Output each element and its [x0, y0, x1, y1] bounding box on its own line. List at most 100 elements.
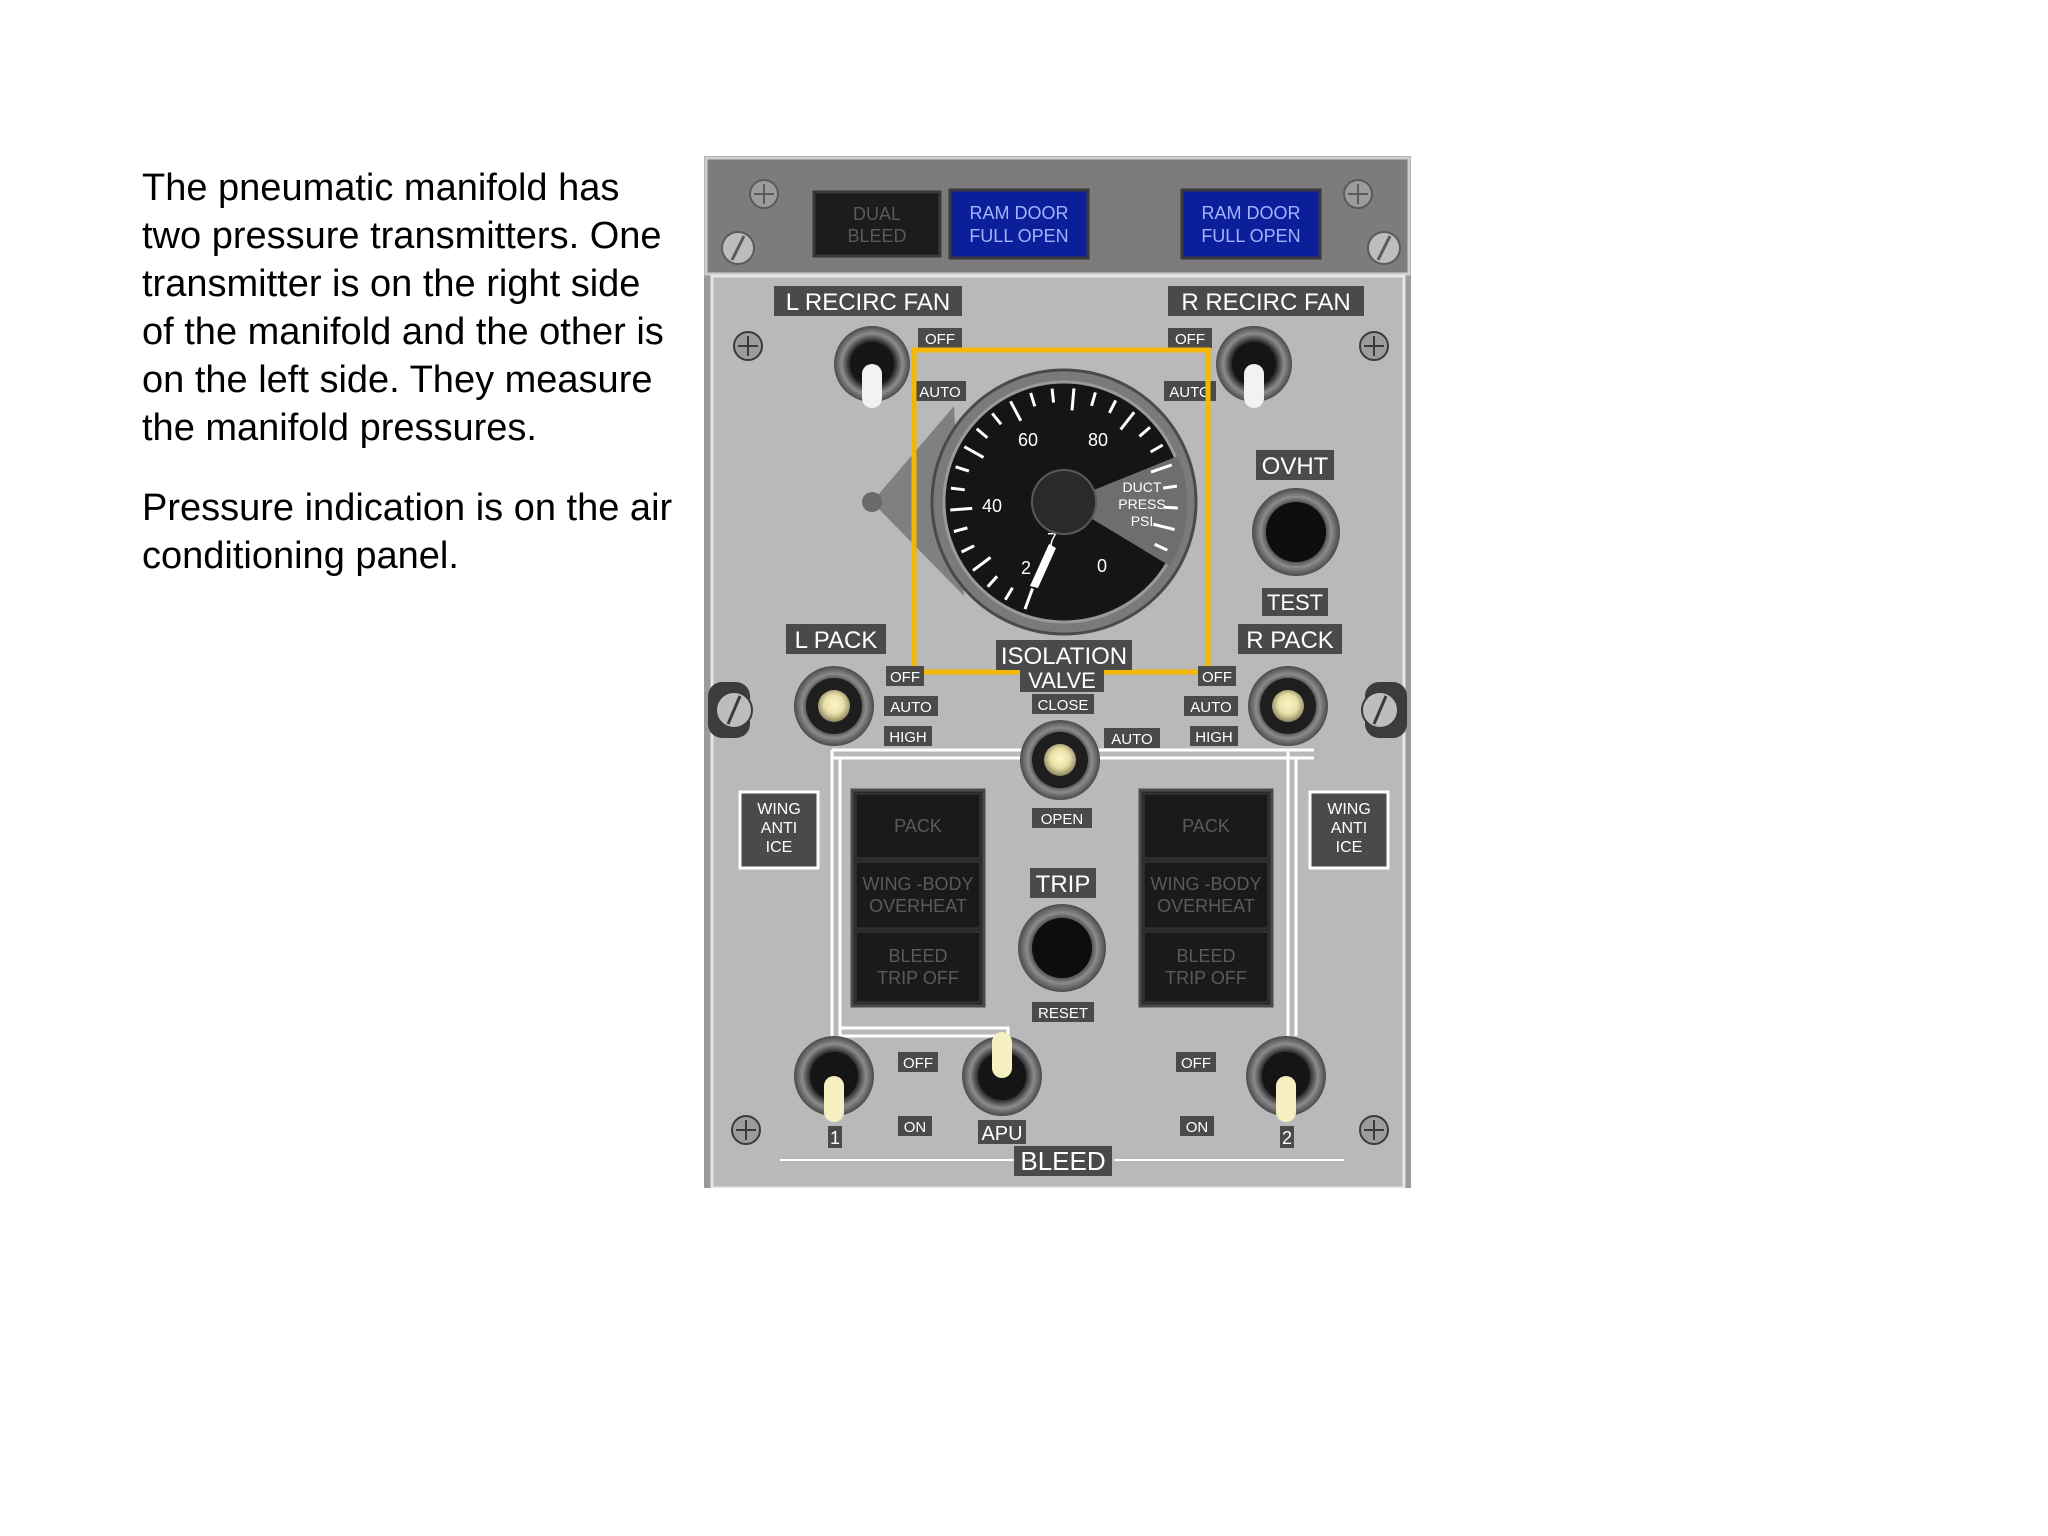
description-paragraph-1: The pneumatic manifold has two pressure …: [142, 167, 664, 449]
description-text: The pneumatic manifold has two pressure …: [142, 164, 682, 612]
trip-reset-button[interactable]: [1018, 904, 1106, 992]
gauge-tick-mark: [991, 412, 1003, 426]
svg-text:RAM DOOR: RAM DOOR: [970, 203, 1069, 223]
engine-1-bleed-switch[interactable]: [794, 1036, 874, 1122]
ovht-test-label: TEST: [1267, 590, 1323, 615]
l-pack-high-label: HIGH: [889, 729, 927, 746]
pack-light-left: PACK: [894, 816, 942, 836]
r-pack-off-label: OFF: [1202, 669, 1232, 686]
isolation-close-label: CLOSE: [1038, 697, 1089, 714]
fastener-icon: [708, 682, 753, 738]
l-pack-off-label: OFF: [890, 669, 920, 686]
gauge-tick-mark: [1150, 463, 1173, 474]
screw-icon: [733, 331, 763, 361]
l-recirc-off-label: OFF: [925, 331, 955, 348]
svg-text:RAM DOOR: RAM DOOR: [1202, 203, 1301, 223]
r-recirc-off-label: OFF: [1175, 331, 1205, 348]
gauge-tick-60: 60: [1018, 430, 1038, 450]
gauge-tick-mark: [1009, 400, 1023, 422]
wing-body-light-right: WING -BODY: [1151, 874, 1262, 894]
r-recirc-fan-title: R RECIRC FAN: [1181, 289, 1350, 316]
svg-text:FULL OPEN: FULL OPEN: [1201, 226, 1300, 246]
l-pack-selector[interactable]: [794, 666, 874, 746]
gauge-label-duct: DUCT: [1123, 479, 1162, 495]
r-pack-selector[interactable]: [1248, 666, 1328, 746]
gauge-tick-mark: [950, 506, 973, 512]
r-recirc-auto-label: AUTO: [1169, 384, 1210, 401]
r-pack-title: R PACK: [1246, 627, 1334, 654]
trip-off-light-left: TRIP OFF: [877, 968, 959, 988]
engine-1-label: 1: [830, 1128, 840, 1148]
gauge-tick-mark: [1138, 426, 1152, 438]
ovht-label: OVHT: [1262, 453, 1329, 480]
left-annunciator-block: PACK WING -BODY OVERHEAT BLEED TRIP OFF: [850, 788, 986, 1008]
svg-text:ICE: ICE: [1336, 839, 1363, 856]
bleed-1-on-label: ON: [904, 1119, 927, 1136]
bleed-air-panel: DUAL BLEED RAM DOOR FULL OPEN RAM DOOR F…: [704, 156, 1411, 1188]
overheat-light-right: OVERHEAT: [1157, 896, 1255, 916]
fastener-icon: [1361, 682, 1407, 738]
gauge-tick-80: 80: [1088, 430, 1108, 450]
isolation-valve-selector[interactable]: [1020, 720, 1100, 800]
gauge-tick-mark: [1090, 392, 1097, 407]
gauge-label-press: PRESS: [1118, 496, 1165, 512]
apu-bleed-switch[interactable]: [962, 1032, 1042, 1116]
gauge-tick-mark: [975, 427, 989, 439]
l-recirc-fan-title: L RECIRC FAN: [786, 289, 950, 316]
gauge-tick-mark: [953, 526, 968, 533]
isolation-auto-label: AUTO: [1111, 731, 1152, 748]
bleed-light-left: BLEED: [888, 946, 947, 966]
gauge-tick-mark: [1149, 443, 1164, 454]
engine-2-bleed-switch[interactable]: [1246, 1036, 1326, 1122]
gauge-tick-mark: [1152, 522, 1175, 532]
ram-door-full-open-left-light: RAM DOOR FULL OPEN: [948, 188, 1090, 260]
right-annunciator-block: PACK WING -BODY OVERHEAT BLEED TRIP OFF: [1138, 788, 1274, 1008]
gauge-tick-2: 2: [1021, 558, 1031, 578]
screw-icon: [1359, 331, 1389, 361]
screw-icon: [749, 179, 779, 209]
svg-text:ICE: ICE: [766, 839, 793, 856]
gauge-needle: [1030, 544, 1056, 588]
gauge-tick-mark: [1108, 399, 1118, 414]
r-pack-high-label: HIGH: [1195, 729, 1233, 746]
trip-off-light-right: TRIP OFF: [1165, 968, 1247, 988]
isolation-valve-title-1: ISOLATION: [1001, 643, 1127, 670]
ram-door-full-open-right-light: RAM DOOR FULL OPEN: [1180, 188, 1322, 260]
gauge-tick-7: 7: [1047, 530, 1057, 550]
gauge-tick-mark: [972, 556, 992, 572]
l-recirc-auto-label: AUTO: [919, 384, 960, 401]
gauge-tick-mark: [1023, 587, 1034, 610]
bleed-1-off-label: OFF: [903, 1055, 933, 1072]
l-pack-auto-label: AUTO: [890, 699, 931, 716]
r-recirc-fan-switch[interactable]: [1216, 326, 1292, 408]
gauge-tick-mark: [960, 544, 975, 554]
wing-body-light-left: WING -BODY: [863, 874, 974, 894]
trip-label: TRIP: [1036, 871, 1091, 898]
screw-icon: [1343, 179, 1373, 209]
gauge-tick-mark: [955, 465, 970, 473]
svg-text:ANTI: ANTI: [761, 820, 797, 837]
isolation-valve-title-2: VALVE: [1028, 668, 1096, 693]
svg-text:ANTI: ANTI: [1331, 820, 1367, 837]
overheat-light-left: OVERHEAT: [869, 896, 967, 916]
svg-text:WING: WING: [1327, 801, 1371, 818]
gauge-tick-mark: [1050, 388, 1056, 403]
gauge-tick-mark: [1162, 484, 1178, 490]
svg-text:WING: WING: [757, 801, 801, 818]
svg-text:BLEED: BLEED: [847, 226, 906, 246]
gauge-tick-0: 0: [1097, 556, 1107, 576]
r-pack-auto-label: AUTO: [1190, 699, 1231, 716]
l-pack-title: L PACK: [795, 627, 878, 654]
fastener-icon: [721, 231, 755, 265]
gauge-tick-mark: [1070, 388, 1076, 411]
wing-anti-ice-right-label: WING ANTI ICE: [1308, 790, 1390, 870]
ovht-test-button[interactable]: [1252, 488, 1340, 576]
screw-icon: [731, 1115, 761, 1145]
bleed-2-on-label: ON: [1186, 1119, 1209, 1136]
l-recirc-fan-switch[interactable]: [834, 326, 910, 408]
gauge-tick-mark: [963, 445, 985, 459]
gauge-tick-mark: [1153, 542, 1168, 552]
gauge-tick-mark: [1003, 586, 1014, 601]
description-paragraph-2: Pressure indication is on the air condit…: [142, 487, 673, 577]
bleed-2-off-label: OFF: [1181, 1055, 1211, 1072]
